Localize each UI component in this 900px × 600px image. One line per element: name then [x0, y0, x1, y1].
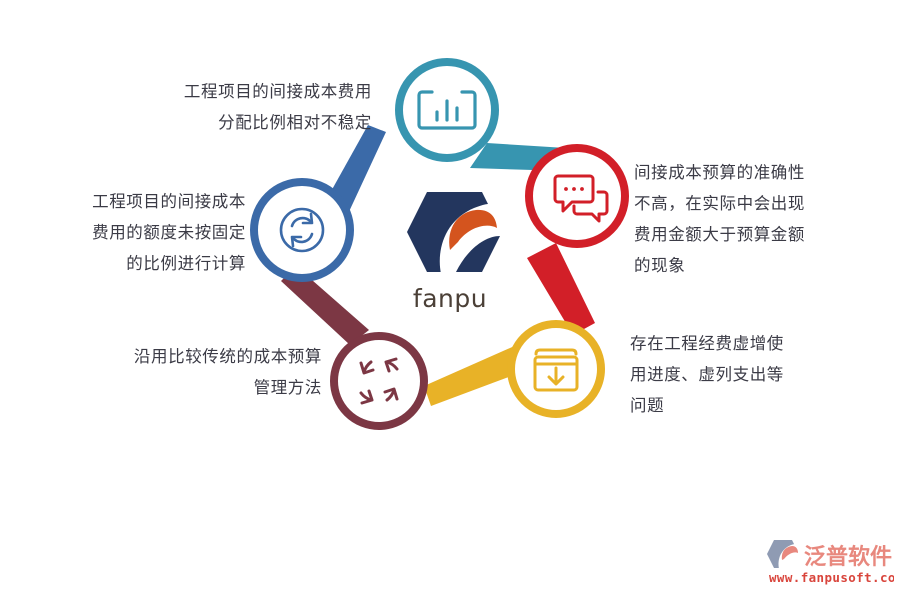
- speech-bubbles-icon: [553, 174, 609, 223]
- refresh-circle-icon: [279, 207, 325, 253]
- caption-recycle: 沿用比较传统的成本预算 管理方法: [133, 347, 322, 397]
- fanpu-hexagon-logo: [407, 192, 506, 274]
- brand-block: fanpu: [385, 190, 515, 313]
- node-circle-recycle[interactable]: [330, 332, 428, 430]
- watermark: 泛普软件 www.fanpusoft.com: [762, 532, 894, 590]
- circular-arrows-icon: [359, 357, 399, 405]
- caption-refresh: 工程项目的间接成本 费用的额度未按固定 的比例进行计算: [92, 192, 246, 273]
- brand-name: fanpu: [412, 284, 488, 313]
- caption-chat: 间接成本预算的准确性 不高，在实际中会出现 费用金额大于预算金额 的现象: [634, 163, 805, 275]
- caption-chart: 工程项目的间接成本费用 分配比例相对不稳定: [183, 82, 372, 132]
- watermark-brand-text: 泛普软件: [804, 544, 892, 570]
- bar-chart-icon: [417, 90, 477, 130]
- download-box-icon: [533, 348, 579, 392]
- watermark-url-text: www.fanpusoft.com: [769, 570, 894, 585]
- node-circle-chat[interactable]: [525, 144, 629, 248]
- fanpusoft-logo-icon: [767, 540, 801, 569]
- fanpusoft-watermark-logo: 泛普软件 www.fanpusoft.com: [767, 540, 894, 585]
- connector-tail-chat: [527, 243, 595, 335]
- connector-tail-recycle: [281, 266, 369, 345]
- caption-download: 存在工程经费虚增使 用进度、虚列支出等 问题: [630, 334, 784, 415]
- node-circle-refresh[interactable]: [250, 178, 354, 282]
